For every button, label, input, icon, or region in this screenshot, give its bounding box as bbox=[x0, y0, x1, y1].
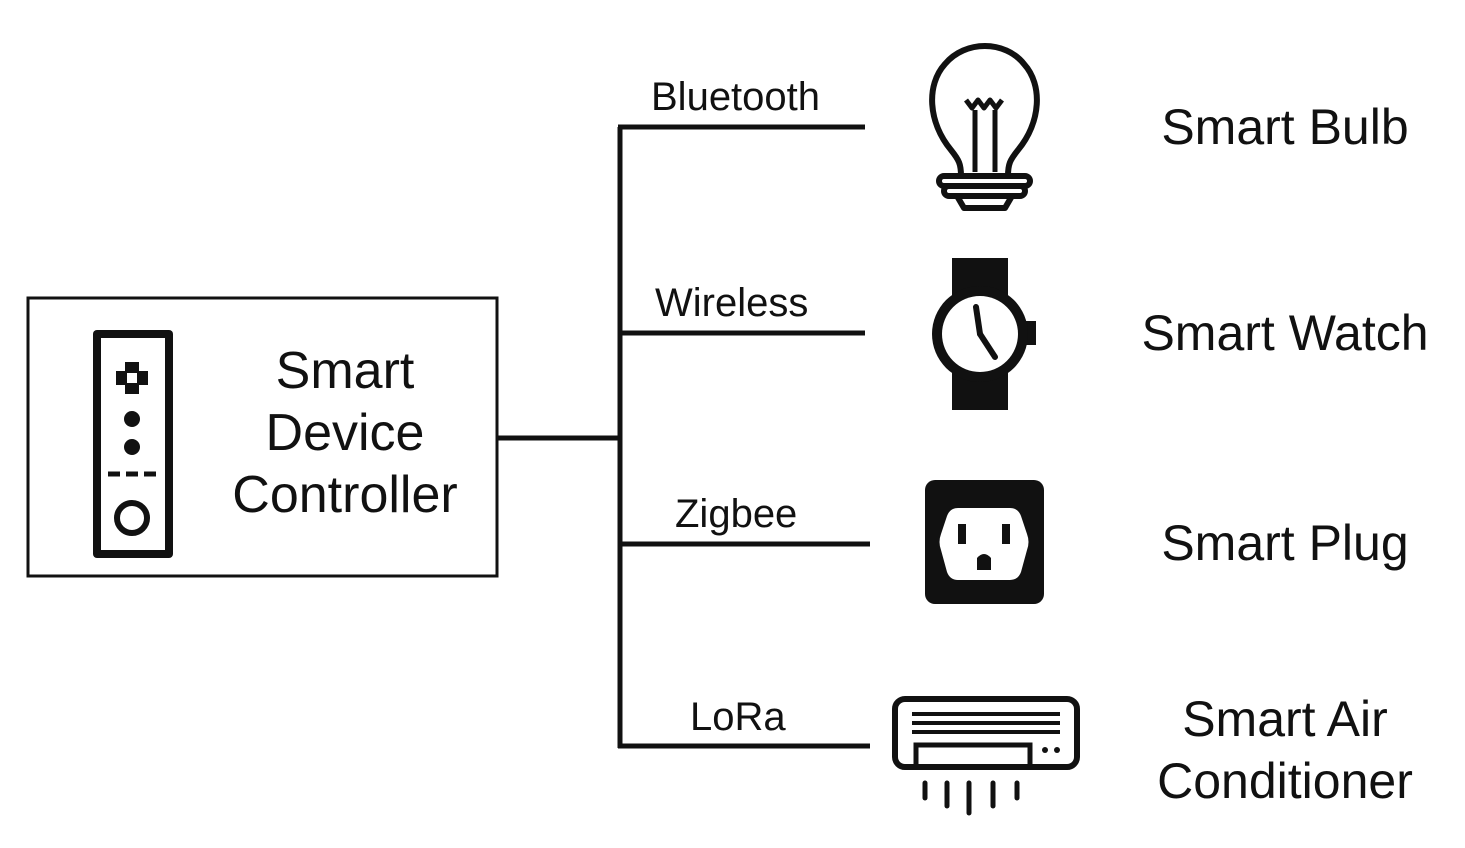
device-label-line: Smart Watch bbox=[1141, 305, 1429, 361]
device-label-line: Smart Plug bbox=[1161, 515, 1409, 571]
controller-label: Smart Device Controller bbox=[200, 340, 490, 526]
air-conditioner-icon bbox=[892, 696, 1080, 816]
device-label-smart-watch: Smart Watch bbox=[1135, 302, 1435, 364]
controller-label-line: Smart bbox=[275, 342, 415, 400]
controller-label-line: Controller bbox=[232, 466, 458, 524]
power-outlet-icon bbox=[925, 480, 1044, 604]
device-label-line: Smart Bulb bbox=[1161, 99, 1409, 155]
protocol-label-zigbee: Zigbee bbox=[675, 492, 798, 536]
light-bulb-icon bbox=[929, 43, 1040, 211]
device-label-smart-air-conditioner: Smart Air Conditioner bbox=[1135, 688, 1435, 812]
controller-label-line: Device bbox=[265, 404, 425, 462]
device-label-line: Conditioner bbox=[1157, 753, 1413, 809]
protocol-label-lora: LoRa bbox=[690, 695, 786, 739]
protocol-label-bluetooth: Bluetooth bbox=[651, 75, 821, 119]
device-label-smart-plug: Smart Plug bbox=[1135, 512, 1435, 574]
connection-lines bbox=[497, 124, 870, 749]
protocol-label-wireless: Wireless bbox=[655, 281, 809, 325]
remote-controller-icon bbox=[93, 330, 173, 558]
device-label-line: Smart Air bbox=[1182, 691, 1388, 747]
watch-icon bbox=[932, 258, 1036, 410]
device-label-smart-bulb: Smart Bulb bbox=[1135, 96, 1435, 158]
